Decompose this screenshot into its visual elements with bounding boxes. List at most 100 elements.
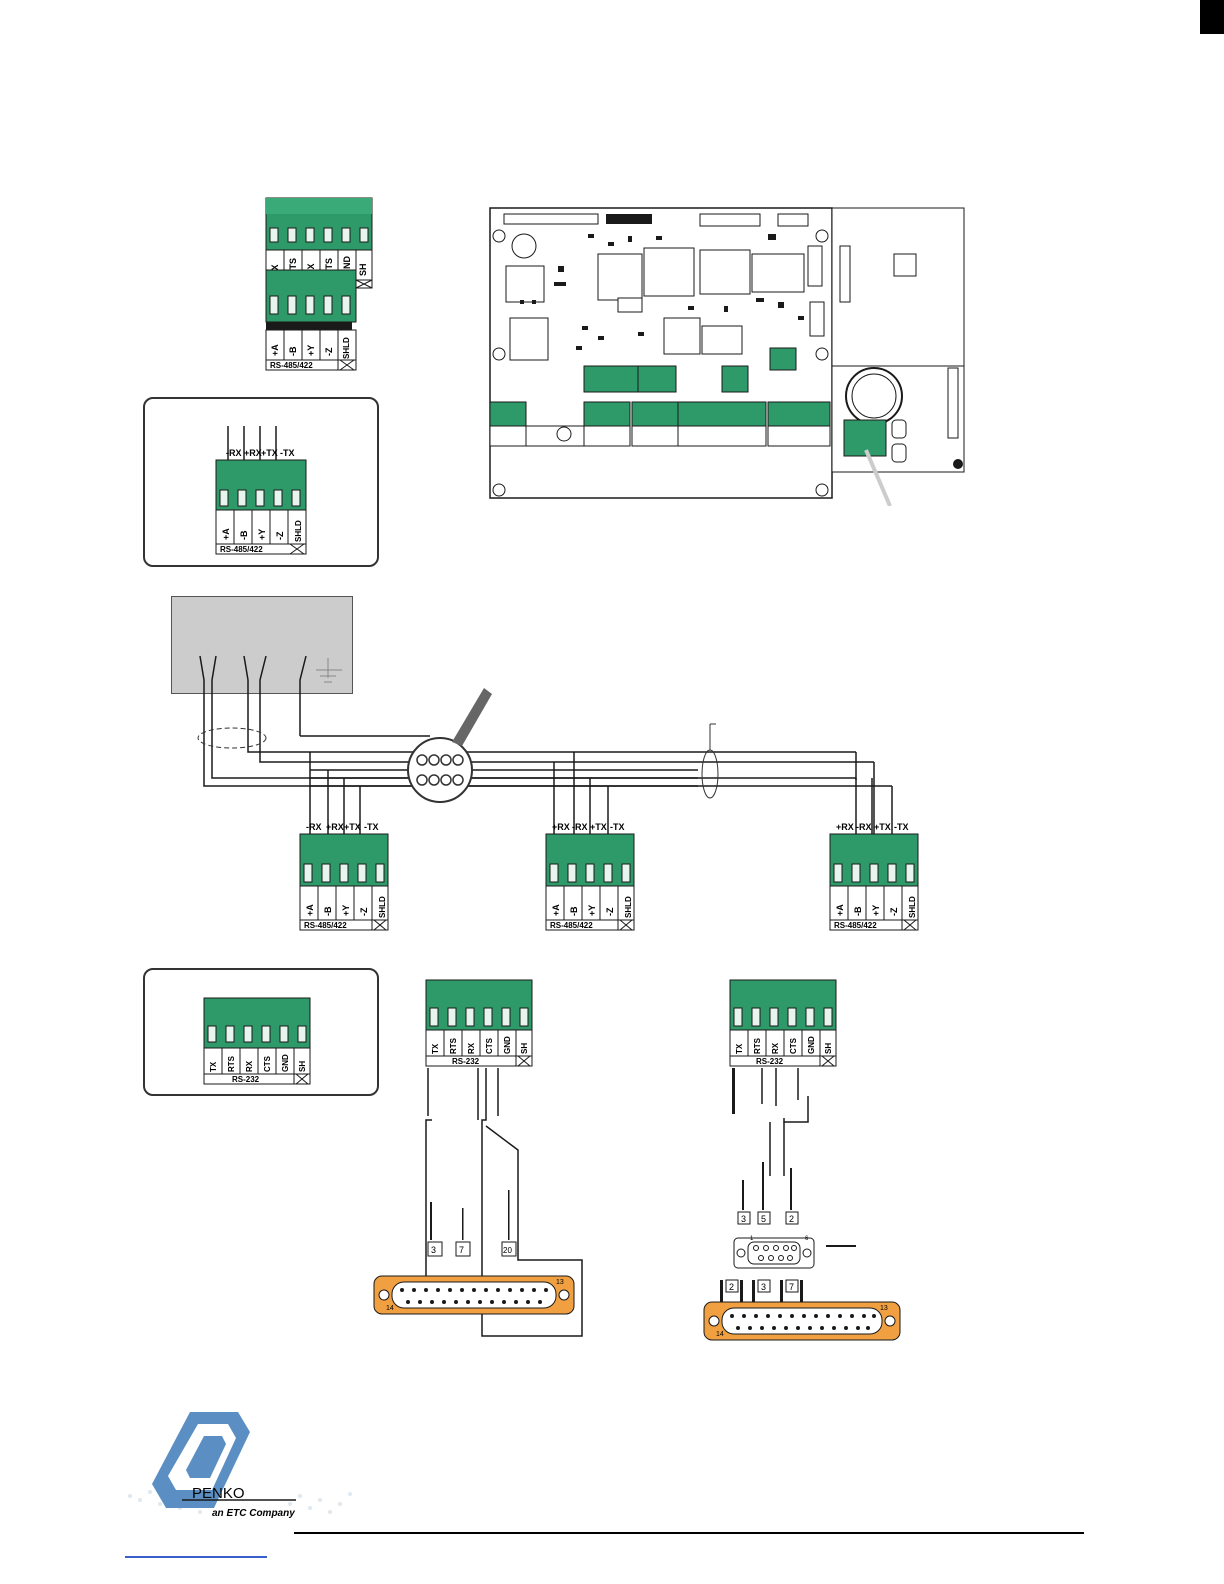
db9-label: 6 xyxy=(805,1236,809,1242)
footer-rule xyxy=(294,1532,1084,1534)
db25-label: 14 xyxy=(386,1305,394,1312)
top232-pin-label: GND xyxy=(342,256,352,277)
detail485-wire-label: -RX xyxy=(226,448,242,458)
db25-pin-tag: 7 xyxy=(459,1245,464,1255)
top232-pin-label: CTS xyxy=(324,258,334,276)
db25-pin-tag: 20 xyxy=(503,1246,512,1255)
detail232-pin-label: CTS xyxy=(263,1055,272,1072)
top485-pin-label: +A xyxy=(270,344,280,356)
bus1-wire-label: -RX xyxy=(306,822,322,832)
db25conn-pin-label: RX xyxy=(467,1042,476,1054)
db25b-label: 14 xyxy=(716,1331,724,1338)
bus3-wire-label: -TX xyxy=(894,822,909,832)
logo-brand: PENKO xyxy=(192,1485,245,1502)
db25-pins xyxy=(400,1288,548,1304)
bus1-pin-label: +Y xyxy=(341,905,351,916)
detail485-pin-label: +A xyxy=(221,528,231,540)
top485-pin-label: SHLD xyxy=(342,337,351,359)
db25conn-pin-label: GND xyxy=(503,1036,512,1054)
top485-footer: RS-485/422 xyxy=(270,361,313,370)
rs485-detail-connector: -RX +RX +TX -TX +A -B +Y -Z SHLD RS-485/… xyxy=(215,426,307,555)
top485-pin-label: +Y xyxy=(306,345,316,356)
bus3-pin-label: +Y xyxy=(871,905,881,916)
db9conn-pin-label: RX xyxy=(771,1042,780,1054)
db25conn-pin-label: RTS xyxy=(449,1037,458,1054)
db25b-pins xyxy=(730,1314,876,1330)
detail485-footer: RS-485/422 xyxy=(220,545,263,554)
bus2-wire-label: -RX xyxy=(572,822,588,832)
logo-tagline: an ETC Company xyxy=(212,1508,295,1519)
top485-pin-label: -B xyxy=(288,346,298,356)
detail485-wire-label: -TX xyxy=(280,448,295,458)
bus2-footer: RS-485/422 xyxy=(550,921,593,930)
pc-box xyxy=(171,596,353,694)
db25b-label: 13 xyxy=(880,1305,888,1312)
bus2-pin-label: -Z xyxy=(605,907,615,916)
db9-label: 1 xyxy=(750,1236,754,1242)
detail485-pin-label: +Y xyxy=(257,529,267,540)
rs232-detail-box xyxy=(143,968,379,1096)
db9conn-footer: RS-232 xyxy=(756,1057,784,1066)
detail485-pin-label: -B xyxy=(239,530,249,540)
rs485-bus-wiring xyxy=(197,655,893,858)
bus-connector-3: +RX -RX +TX -TX +A -B +Y -Z SHLD RS-485/… xyxy=(829,822,919,931)
detail232-pin-label: RTS xyxy=(227,1055,236,1072)
bus1-pin-label: -B xyxy=(323,906,333,916)
main-terminal-block-diagram: TX RTS RX CTS GND SH +A -B +Y -Z SHLD RS… xyxy=(265,197,373,371)
bus3-pin-label: SHLD xyxy=(908,896,917,918)
db25conn-pin-label: TX xyxy=(431,1043,440,1054)
detail485-wire-label: +TX xyxy=(261,448,278,458)
bus1-wire-label: +RX xyxy=(326,822,344,832)
top232-pin-label: RTS xyxy=(288,258,298,276)
db9conn-pin-label: RTS xyxy=(753,1037,762,1054)
detail232-footer: RS-232 xyxy=(232,1075,260,1084)
rs232-db25-wiring: TX RTS RX CTS GND SH RS-232 3 7 20 13 14 xyxy=(373,979,583,1337)
db25b-pin-tag: 3 xyxy=(761,1282,766,1292)
bus3-wire-label: +TX xyxy=(874,822,891,832)
bus3-wire-label: +RX xyxy=(836,822,854,832)
detail232-pin-label: GND xyxy=(281,1054,290,1072)
db25conn-pin-label: CTS xyxy=(485,1037,494,1054)
detail485-pin-label: -Z xyxy=(275,531,285,540)
detail485-pin-label: SHLD xyxy=(294,520,303,542)
rs232-db9-wiring: TX RTS RX CTS GND SH RS-232 3 5 2 1 6 2 … xyxy=(703,979,901,1341)
rs232-detail-connector: TX RTS RX CTS GND SH RS-232 xyxy=(203,997,311,1085)
bus1-pin-label: +A xyxy=(305,904,315,916)
bus1-wire-label: -TX xyxy=(364,822,379,832)
bus2-wire-label: +RX xyxy=(552,822,570,832)
db9-pin-tag: 5 xyxy=(761,1214,766,1224)
page-corner-tab xyxy=(1200,0,1224,34)
db25b-pin-tag: 7 xyxy=(789,1282,794,1292)
detail232-pin-label: TX xyxy=(209,1061,218,1072)
pcb-board xyxy=(489,207,965,506)
db25conn-footer: RS-232 xyxy=(452,1057,480,1066)
detail232-pin-label: SH xyxy=(298,1061,307,1072)
db9-pin-tag: 2 xyxy=(789,1214,794,1224)
bus1-pin-label: SHLD xyxy=(378,896,387,918)
bus3-wire-label: -RX xyxy=(856,822,872,832)
top485-pin-label: -Z xyxy=(324,347,334,356)
db9-pin-tag: 3 xyxy=(741,1214,746,1224)
top232-pin-label: SH xyxy=(358,263,368,276)
bus2-wire-label: -TX xyxy=(610,822,625,832)
db9conn-pin-label: CTS xyxy=(789,1037,798,1054)
rs485-detail-box xyxy=(143,397,379,567)
detail485-wire-label: +RX xyxy=(244,448,262,458)
penko-logo: PENKO an ETC Company xyxy=(128,1412,352,1519)
bus-connector-2: +RX -RX +TX -TX +A -B +Y -Z SHLD RS-485/… xyxy=(545,822,635,931)
db25b-pin-tag: 2 xyxy=(729,1282,734,1292)
bus2-pin-label: +A xyxy=(551,904,561,916)
footer-link-underline xyxy=(125,1556,267,1558)
bus3-footer: RS-485/422 xyxy=(834,921,877,930)
db9conn-pin-label: GND xyxy=(807,1036,816,1054)
bus2-pin-label: SHLD xyxy=(624,896,633,918)
db25-label: 13 xyxy=(556,1279,564,1286)
detail232-pin-label: RX xyxy=(245,1060,254,1072)
bus2-pin-label: +Y xyxy=(587,905,597,916)
bus2-pin-label: -B xyxy=(569,906,579,916)
db25conn-pin-label: SH xyxy=(520,1043,529,1054)
db9conn-pin-label: SH xyxy=(824,1043,833,1054)
db9conn-pin-label: TX xyxy=(735,1043,744,1054)
bus1-pin-label: -Z xyxy=(359,907,369,916)
bus-connector-1: -RX +RX +TX -TX +A -B +Y -Z SHLD RS-485/… xyxy=(299,822,389,931)
